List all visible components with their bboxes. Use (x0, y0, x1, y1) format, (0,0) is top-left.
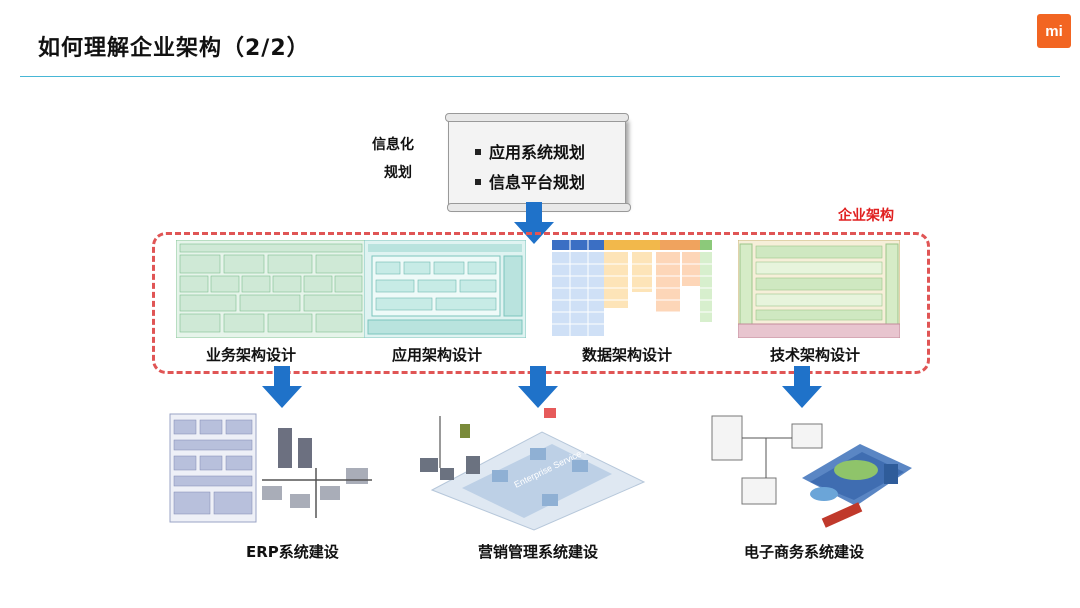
planning-label-line2: 规划 (384, 165, 412, 181)
slide-title: 如何理解企业架构（2/2） (38, 36, 310, 61)
erp-system-diagram (166, 408, 378, 532)
title-divider (20, 76, 1060, 77)
system-label-ecommerce: 电子商务系统建设 (744, 543, 865, 561)
enterprise-architecture-label: 企业架构 (838, 208, 894, 224)
design-label-application: 应用架构设计 (392, 346, 483, 364)
application-architecture-thumbnail (364, 240, 526, 338)
bullet-icon (475, 178, 481, 185)
down-arrow-icon (782, 366, 822, 408)
planning-item: 信息平台规划 (475, 169, 585, 193)
system-label-marketing: 营销管理系统建设 (478, 543, 599, 561)
system-label-erp: ERP系统建设 (246, 543, 339, 561)
marketing-system-diagram: Enterprise Service Bus (412, 408, 664, 532)
design-label-technology: 技术架构设计 (770, 346, 861, 364)
planning-item-label: 信息平台规划 (489, 173, 586, 192)
design-label-business: 业务架构设计 (206, 346, 297, 364)
planning-item: 应用系统规划 (475, 139, 585, 163)
mi-logo: mi (1037, 14, 1071, 48)
bullet-icon (475, 148, 481, 155)
down-arrow-icon (518, 366, 558, 408)
planning-item-label: 应用系统规划 (489, 143, 586, 162)
down-arrow-icon (262, 366, 302, 408)
down-arrow-icon (514, 202, 554, 244)
ecommerce-system-diagram (706, 408, 920, 532)
planning-label-line1: 信息化 (372, 137, 414, 153)
planning-scroll: 应用系统规划 信息平台规划 (445, 113, 631, 212)
data-architecture-thumbnail (552, 240, 712, 338)
design-label-data: 数据架构设计 (582, 346, 673, 364)
technology-architecture-thumbnail (738, 240, 900, 338)
business-architecture-thumbnail (176, 240, 366, 338)
